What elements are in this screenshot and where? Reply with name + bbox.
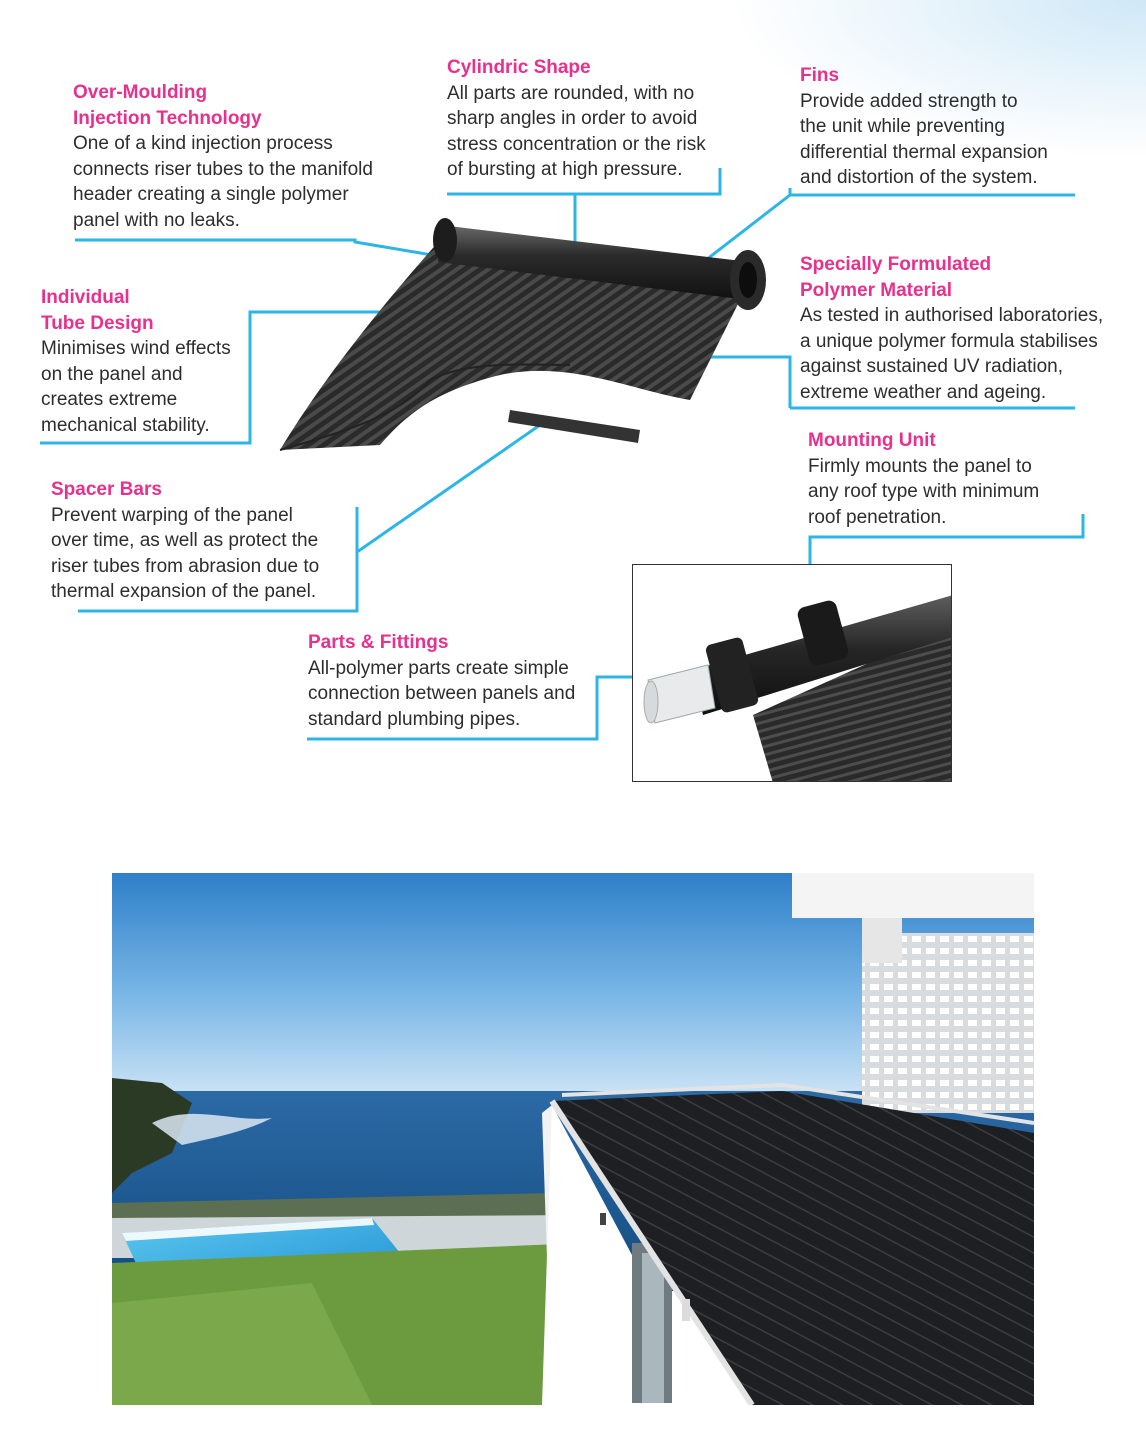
callout-mounting-body: Firmly mounts the panel to any roof type… <box>808 455 1040 528</box>
callout-spacer-title: Spacer Bars <box>51 479 162 500</box>
callout-spacer-body: Prevent warping of the panel over time, … <box>51 504 320 603</box>
inset-mounting-illustration <box>643 595 951 781</box>
callout-spacer: Spacer Bars Prevent warping of the panel… <box>51 477 319 605</box>
inset-mounting-unit <box>632 564 952 782</box>
callout-fittings-body: All-polymer parts create simple connecti… <box>308 657 576 730</box>
callout-over-moulding-title: Over-Moulding Injection Technology <box>73 82 262 129</box>
callout-fittings: Parts & Fittings All-polymer parts creat… <box>308 630 575 732</box>
rooftop-scene <box>112 873 1034 1405</box>
leader-over-moulding <box>75 238 451 260</box>
callout-cylindric: Cylindric Shape All parts are rounded, w… <box>447 55 706 183</box>
callout-fittings-title: Parts & Fittings <box>308 632 449 653</box>
sky-glow-decoration <box>726 0 1146 160</box>
callout-polymer-body: As tested in authorised laboratories, a … <box>800 305 1104 403</box>
photo-rooftop-installation <box>112 873 1034 1405</box>
callout-mounting-title: Mounting Unit <box>808 430 936 451</box>
callout-cylindric-body: All parts are rounded, with no sharp ang… <box>447 82 706 181</box>
callout-over-moulding-body: One of a kind injection process connects… <box>73 133 373 231</box>
leader-spacer <box>78 423 541 613</box>
panel-illustration <box>279 218 766 451</box>
leader-cylindric <box>447 168 722 246</box>
callout-cylindric-title: Cylindric Shape <box>447 57 591 78</box>
callout-polymer-title: Specially Formulated Polymer Material <box>800 254 992 301</box>
callout-over-moulding: Over-Moulding Injection Technology One o… <box>73 80 373 233</box>
leader-individual <box>40 310 435 445</box>
callout-individual: Individual Tube Design Minimises wind ef… <box>41 285 231 438</box>
callout-individual-body: Minimises wind effects on the panel and … <box>41 338 231 436</box>
callout-fins: Fins Provide added strength to the unit … <box>800 63 1048 191</box>
callout-mounting: Mounting Unit Firmly mounts the panel to… <box>808 428 1039 530</box>
callout-fins-body: Provide added strength to the unit while… <box>800 90 1048 189</box>
leader-fittings <box>307 675 645 741</box>
callout-polymer: Specially Formulated Polymer Material As… <box>800 252 1103 405</box>
callout-fins-title: Fins <box>800 65 840 86</box>
callout-individual-title: Individual Tube Design <box>41 287 154 334</box>
